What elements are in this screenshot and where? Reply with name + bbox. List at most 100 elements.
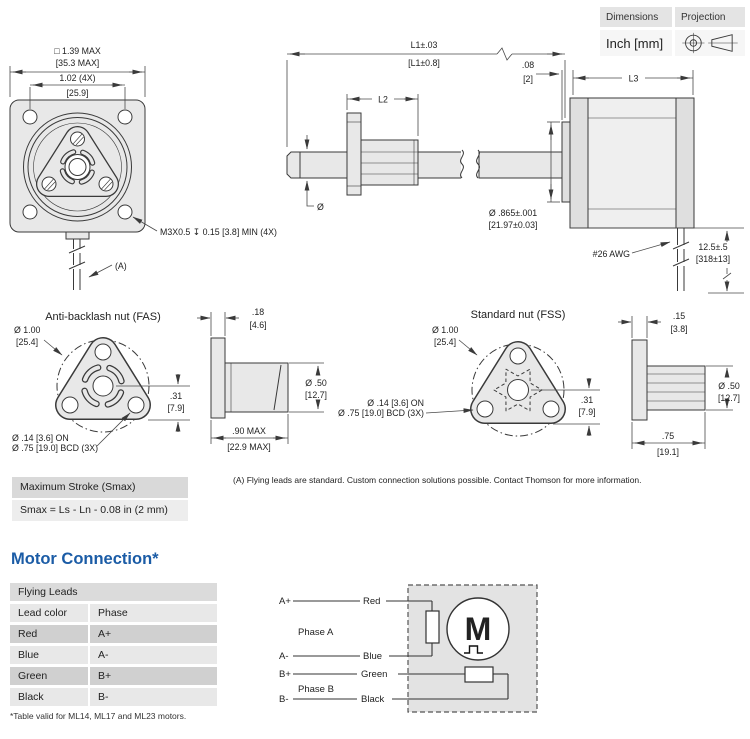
wires xyxy=(293,600,509,700)
dim-pilot-in: Ø .865±.001 xyxy=(489,208,537,218)
dim-l3: L3 xyxy=(629,74,639,84)
fss-dia-mm: [12.7] xyxy=(718,393,740,403)
fas-dia-mm: [12.7] xyxy=(305,390,327,400)
dim-l2: L2 xyxy=(378,95,388,105)
fss-center-bore xyxy=(507,379,529,401)
thread-callout: M3X0.5 ↧ 0.15 [3.8] MIN (4X) xyxy=(160,227,277,237)
motor-front-view: (A) M3X0.5 ↧ 0.15 [3.8] MIN (4X) □ 1.39 … xyxy=(9,46,277,290)
mounting-hole xyxy=(117,109,133,125)
technical-drawings: (A) M3X0.5 ↧ 0.15 [3.8] MIN (4X) □ 1.39 … xyxy=(9,40,744,457)
label-a-plus: A+ xyxy=(279,596,291,607)
fss-len-mm: [19.1] xyxy=(657,447,679,457)
fas-side-view: .18 [4.6] Ø .50 [12.7] .90 MAX [22.9 MAX… xyxy=(197,307,327,452)
fss-dia-in: Ø .50 xyxy=(718,381,740,391)
third-angle-projection-icon xyxy=(675,30,745,56)
projection-header: Projection xyxy=(675,7,745,27)
fss-bcd-1: Ø .14 [3.6] ON xyxy=(367,398,424,408)
dim-holes-in: 1.02 (4X) xyxy=(59,73,95,83)
wire-gauge-label: #26 AWG xyxy=(593,249,630,259)
dim-flange-in: □ 1.39 MAX xyxy=(54,46,101,56)
step-pulse-icon xyxy=(464,645,483,654)
fss-front-view: Standard nut (FSS) Ø 1.00 [25.4] .31 [7.… xyxy=(338,309,600,437)
max-stroke-formula: Smax = Ls - Ln - 0.08 in (2 mm) xyxy=(12,500,188,521)
label-a-minus: A- xyxy=(279,651,289,662)
motor-letter: M xyxy=(465,611,492,647)
nut-body xyxy=(360,139,419,186)
fas-len-in: .90 MAX xyxy=(232,426,266,436)
dim-pilot-mm: [21.97±0.03] xyxy=(489,220,538,230)
fss-offset-in: .31 xyxy=(581,395,593,405)
table-row: Green B+ xyxy=(10,667,217,685)
fas-front-view: Anti-backlash nut (FAS) Ø 1.00 [25.4] .3… xyxy=(12,311,190,453)
fss-bcd-2: Ø .75 [19.0] BCD (3X) xyxy=(338,408,424,418)
fss-flange-in: .15 xyxy=(673,311,685,321)
pilot-boss xyxy=(561,121,571,203)
fas-len-mm: [22.9 MAX] xyxy=(227,442,271,452)
phase-b-winding xyxy=(464,666,494,683)
fas-flange-in: .18 xyxy=(252,307,264,317)
table-title: Flying Leads xyxy=(10,583,217,601)
dim-wire-in: 12.5±.5 xyxy=(698,242,727,252)
phase-a-winding xyxy=(425,610,440,644)
table-footnote: *Table valid for ML14, ML17 and ML23 mot… xyxy=(10,711,187,721)
wiring-schematic: M A+ A- B+ B- Phase A Phase B Red Blue G… xyxy=(279,584,538,713)
fss-title: Standard nut (FSS) xyxy=(471,309,566,321)
max-stroke-box: Maximum Stroke (Smax) Smax = Ls - Ln - 0… xyxy=(12,477,188,521)
fas-offset-in: .31 xyxy=(170,391,182,401)
fas-dia-in: Ø .50 xyxy=(305,378,327,388)
dim-flange-mm: [35.3 MAX] xyxy=(56,58,100,68)
units-value: Inch [mm] xyxy=(600,30,672,56)
motor-connection-heading: Motor Connection* xyxy=(11,550,159,568)
units-projection-table: Dimensions Projection Inch [mm] xyxy=(600,7,746,56)
label-blue: Blue xyxy=(363,651,382,662)
nut-vertex-holes xyxy=(41,131,114,192)
dim-screw-dia: Ø xyxy=(317,202,324,212)
label-b-minus: B- xyxy=(279,694,289,705)
label-b-plus: B+ xyxy=(279,669,291,680)
lead-ref-label: (A) xyxy=(115,261,127,271)
label-green: Green xyxy=(361,669,387,680)
fas-center-bore xyxy=(92,375,114,397)
lead-screw-view: L1±.03 [L1±0.8] L2 .08 [2] Ø Ø .865±.001 xyxy=(286,40,571,230)
fas-od-mm: [25.4] xyxy=(16,337,38,347)
table-row: Black B- xyxy=(10,688,217,706)
label-black: Black xyxy=(361,694,384,705)
mounting-hole xyxy=(22,204,38,220)
dim-l1-mm: [L1±0.8] xyxy=(408,58,440,68)
fas-offset-mm: [7.9] xyxy=(167,403,184,413)
dim-l1-in: L1±.03 xyxy=(411,40,438,50)
dim-boss-in: .08 xyxy=(522,60,534,70)
label-phase-b: Phase B xyxy=(298,684,334,695)
dim-wire-mm: [318±13] xyxy=(696,254,730,264)
col-header-lead-color: Lead color xyxy=(10,604,88,622)
col-header-phase: Phase xyxy=(90,604,217,622)
fss-od-in: Ø 1.00 xyxy=(432,325,459,335)
table-row: Red A+ xyxy=(10,625,217,643)
fss-flange-mm: [3.8] xyxy=(670,324,687,334)
fss-len-in: .75 xyxy=(662,431,674,441)
nut-flange xyxy=(346,112,362,196)
label-red: Red xyxy=(363,596,380,607)
fas-bcd-2: Ø .75 [19.0] BCD (3X) xyxy=(12,443,98,453)
motor-leads xyxy=(672,228,690,291)
mounting-hole xyxy=(22,109,38,125)
motor-symbol xyxy=(446,597,510,661)
table-row: Blue A- xyxy=(10,646,217,664)
flying-leads xyxy=(68,239,86,290)
note-a-text: (A) Flying leads are standard. Custom co… xyxy=(233,475,642,485)
dim-holes-mm: [25.9] xyxy=(66,88,88,98)
motor-body xyxy=(587,97,677,229)
lead-exit-tab xyxy=(65,231,90,240)
max-stroke-title: Maximum Stroke (Smax) xyxy=(12,477,188,498)
motor-connection-table: Flying Leads Lead color Phase Red A+ Blu… xyxy=(10,583,217,709)
fas-flange-mm: [4.6] xyxy=(249,320,266,330)
fas-title: Anti-backlash nut (FAS) xyxy=(45,311,161,323)
label-phase-a: Phase A xyxy=(298,627,334,638)
motor-side-view: #26 AWG L3 12.5±.5 [318±13] xyxy=(569,70,744,294)
fas-od-in: Ø 1.00 xyxy=(14,325,41,335)
dimensions-header: Dimensions xyxy=(600,7,672,27)
fss-od-mm: [25.4] xyxy=(434,337,456,347)
fas-bcd-1: Ø .14 [3.6] ON xyxy=(12,433,69,443)
mounting-hole xyxy=(117,204,133,220)
